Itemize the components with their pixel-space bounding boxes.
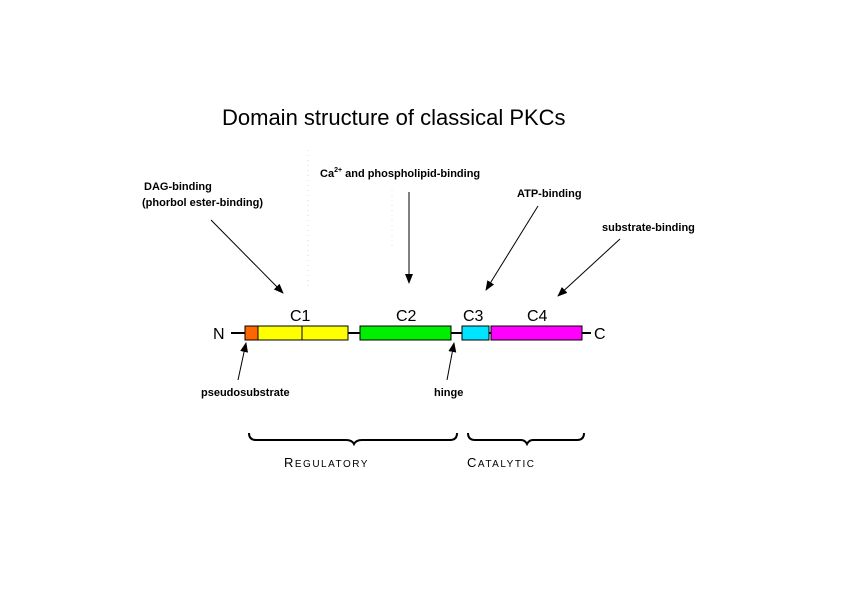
diagram-title: Domain structure of classical PKCs <box>222 105 566 130</box>
domain-box-c3 <box>461 325 490 341</box>
catalytic-region-label: CATALYTIC <box>467 455 535 470</box>
c-terminus-label: C <box>594 326 606 343</box>
dag-binding-label: DAG-binding <box>144 181 212 193</box>
domain-label-c1: C1 <box>290 308 311 325</box>
regulatory-initial: R <box>284 455 295 470</box>
regulatory-brace <box>248 432 458 447</box>
phorbol-ester-binding-label: (phorbol ester-binding) <box>142 197 263 209</box>
domain-label-c4: C4 <box>527 308 548 325</box>
atp-binding-arrow <box>485 205 539 291</box>
regulatory-region-label: REGULATORY <box>284 455 369 470</box>
pseudosubstrate-label: pseudosubstrate <box>201 387 290 399</box>
catalytic-brace <box>467 432 585 447</box>
catalytic-initial: C <box>467 455 478 470</box>
domain-box-c1 <box>257 325 349 341</box>
substrate-binding-arrow <box>557 238 621 297</box>
domain-box-c2 <box>359 325 452 341</box>
hinge-label: hinge <box>434 387 463 399</box>
domain-label-c2: C2 <box>396 308 417 325</box>
domain-label-c3: C3 <box>463 308 484 325</box>
dag-binding-arrow <box>210 219 284 294</box>
n-terminus-label: N <box>213 326 225 343</box>
pseudosubstrate-arrow <box>237 342 249 381</box>
domain-box-c4 <box>490 325 583 341</box>
substrate-binding-label: substrate-binding <box>602 222 695 234</box>
ca-label-prefix: Ca <box>320 168 335 180</box>
atp-binding-label: ATP-binding <box>517 188 582 200</box>
hinge-arrow <box>446 342 457 381</box>
ca-label-rest: and phospholipid-binding <box>342 168 480 180</box>
regulatory-rest: EGULATORY <box>295 459 369 470</box>
catalytic-rest: ATALYTIC <box>478 459 536 470</box>
pseudosubstrate-segment <box>244 325 259 341</box>
ca-phospholipid-binding-label: Ca2+ and phospholipid-binding <box>320 167 480 180</box>
ca-superscript: 2+ <box>334 167 342 174</box>
